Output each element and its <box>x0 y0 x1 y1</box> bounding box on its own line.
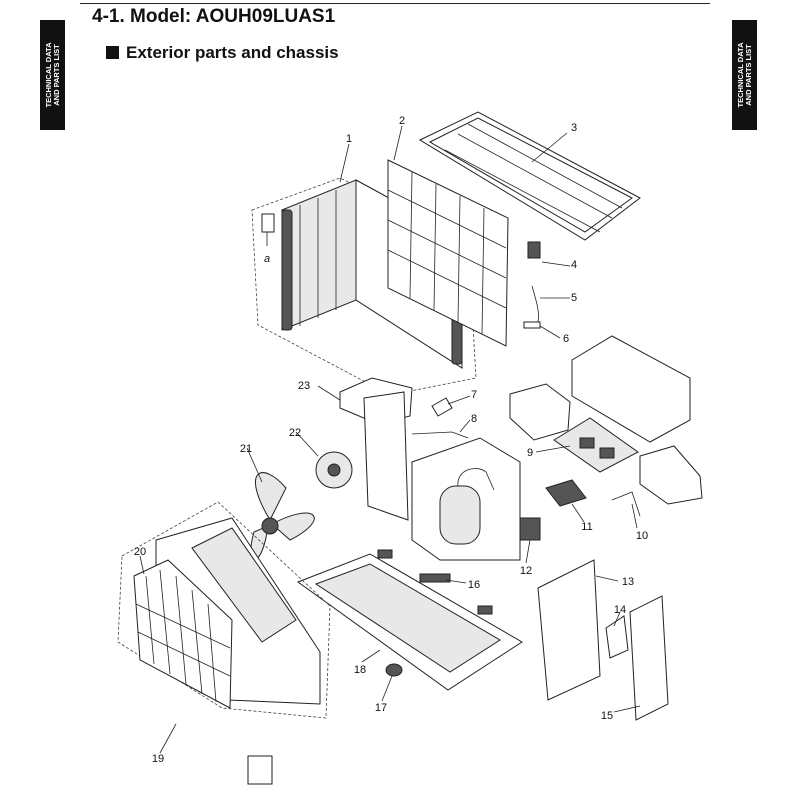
callout-2: 2 <box>399 115 405 127</box>
section-title: Exterior parts and chassis <box>106 43 339 63</box>
part-7-bracket <box>431 397 453 417</box>
callout-14: 14 <box>614 604 626 616</box>
part-22-fan-motor <box>315 451 353 489</box>
part-16-insulation <box>377 549 493 615</box>
callout-17: 17 <box>375 702 387 714</box>
part-13-right-panel <box>537 559 601 701</box>
part-controller-box <box>509 335 691 443</box>
callout-13: 13 <box>622 576 634 588</box>
part-20-front-grille <box>133 559 233 709</box>
part-4-clip <box>527 241 541 259</box>
callout-23: 23 <box>298 380 310 392</box>
callout-22: 22 <box>289 427 301 439</box>
callout-3: 3 <box>571 122 577 134</box>
section-title-text: Exterior parts and chassis <box>126 43 339 62</box>
callout-5: 5 <box>571 292 577 304</box>
part-label-sheet <box>247 755 273 785</box>
callout-8: 8 <box>471 413 477 425</box>
part-5-sensor-wire <box>531 285 539 323</box>
callout-16: 16 <box>468 579 480 591</box>
callout-6: 6 <box>563 333 569 345</box>
callout-1: 1 <box>346 133 352 145</box>
callout-7: 7 <box>471 389 477 401</box>
part-9-controller-pcb <box>553 417 639 473</box>
callout-20: 20 <box>134 546 146 558</box>
callout-15: 15 <box>601 710 613 722</box>
callout-21: 21 <box>240 443 252 455</box>
part-15-service-panel <box>629 595 669 721</box>
part-6-holder <box>523 321 541 329</box>
part-12-reactor <box>519 517 541 541</box>
part-11-terminal-block <box>545 479 587 507</box>
callout-19: 19 <box>152 753 164 765</box>
part-10-wire <box>611 491 641 517</box>
leader-lines <box>139 125 641 754</box>
bullet-square-icon <box>106 46 119 59</box>
part-17-drain-cap <box>385 663 403 677</box>
part-side-box <box>639 445 703 505</box>
part-2-rear-grille <box>387 159 509 347</box>
part-8-cable <box>411 431 469 439</box>
callout-a: a <box>264 253 270 265</box>
part-separator-vertical <box>363 391 409 521</box>
callout-12: 12 <box>520 565 532 577</box>
callout-4: 4 <box>571 259 577 271</box>
page-title: 4-1. Model: AOUH09LUAS1 <box>92 6 336 27</box>
top-rule <box>80 3 710 4</box>
callout-18: 18 <box>354 664 366 676</box>
callout-10: 10 <box>636 530 648 542</box>
part-21-propeller-fan <box>250 472 315 560</box>
part-14-handle <box>605 615 629 659</box>
part-18-base-plate <box>296 553 523 691</box>
part-3-top-panel <box>418 111 641 241</box>
part-compressor-assembly <box>411 437 521 561</box>
callout-11: 11 <box>581 521 592 533</box>
callout-9: 9 <box>527 447 533 459</box>
